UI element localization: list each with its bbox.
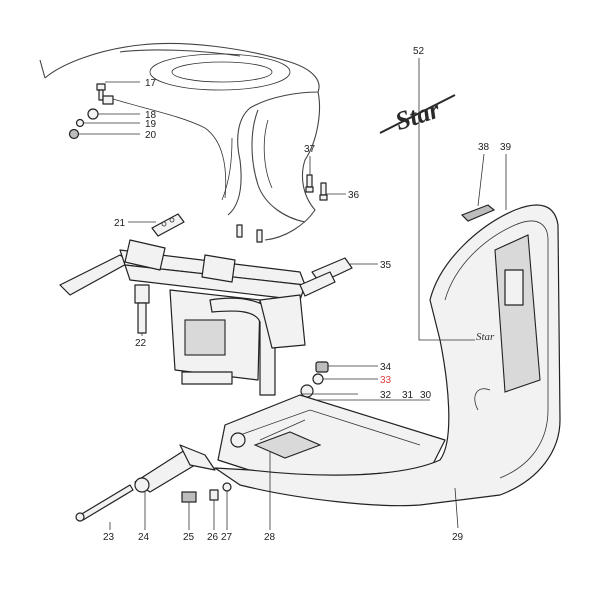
callout-36: 36 <box>348 190 360 201</box>
callout-38: 38 <box>478 142 490 153</box>
fastener-group-36-37 <box>236 174 328 243</box>
frame-mount-left <box>134 284 150 304</box>
scooter-body-outline <box>39 42 321 241</box>
callout-32: 32 <box>380 390 392 401</box>
rear-left-plate <box>59 254 131 296</box>
part-23-bolt-shank <box>79 484 134 521</box>
callout-19: 19 <box>145 119 157 130</box>
callout-31: 31 <box>402 390 414 401</box>
battery-box-plate <box>184 319 226 356</box>
callout-27: 27 <box>221 532 233 543</box>
part-52-brand-logo: Star <box>379 94 456 136</box>
callout-28: 28 <box>264 532 276 543</box>
part-38-badge <box>460 204 496 222</box>
frame-lower-bar <box>181 371 233 385</box>
callout-24: 24 <box>138 532 150 543</box>
part-35-bracket <box>299 257 353 297</box>
shield-logo-text: Star <box>476 331 495 343</box>
frame-bracket-left <box>124 239 166 271</box>
leader-lines <box>79 58 507 530</box>
part-23-bolt-head <box>75 512 85 522</box>
callout-29: 29 <box>452 532 464 543</box>
part-33-washer <box>312 373 324 385</box>
part-52-shield-logo: Star <box>476 331 495 343</box>
part-24-bracket <box>179 444 216 471</box>
part-39-leg-shield <box>214 204 561 507</box>
part-17-screw <box>96 83 106 91</box>
part-25-block <box>181 491 197 503</box>
callout-34: 34 <box>380 362 392 373</box>
part-17-shank <box>98 89 104 101</box>
part-27-washer <box>222 482 232 492</box>
frame-rear-bracket <box>259 294 306 349</box>
callout-22: 22 <box>135 338 147 349</box>
part-20-nut <box>68 128 80 140</box>
frame-tube <box>209 297 276 396</box>
callout-39: 39 <box>500 142 512 153</box>
callout-25: 25 <box>183 532 195 543</box>
fastener-group-32-34 <box>300 361 329 398</box>
fastener-group-17-20 <box>68 83 114 140</box>
callout-26: 26 <box>207 532 219 543</box>
callout-21: 21 <box>114 218 126 229</box>
throttle-cable <box>99 94 227 199</box>
body-bolt-a <box>236 224 243 238</box>
callout-23: 23 <box>103 532 115 543</box>
part-32-washer <box>300 384 314 398</box>
callout-35: 35 <box>380 260 392 271</box>
cable-clamp <box>102 95 114 105</box>
leg-shield-box <box>504 269 524 306</box>
part-24-bush <box>134 477 150 493</box>
callout-18: 18 <box>145 110 157 121</box>
part-26-clip <box>209 489 219 501</box>
brand-logo-text: Star <box>392 94 444 136</box>
callout-33: 33 <box>380 375 392 386</box>
callout-30: 30 <box>420 390 432 401</box>
callout-52: 52 <box>413 46 425 57</box>
part-36-bolt <box>320 182 327 196</box>
body-bolt-b <box>256 229 263 243</box>
part-34-nut <box>315 361 329 373</box>
floor-fixing-nut <box>230 432 246 448</box>
callout-37: 37 <box>304 144 316 155</box>
callout-17: 17 <box>145 78 157 89</box>
frame-chassis <box>59 239 306 396</box>
front-fork-hardware <box>75 444 232 522</box>
part-28-floorboard <box>217 394 446 481</box>
part-19-washer <box>75 118 85 128</box>
callout-labels: 17 18 19 20 21 22 23 24 25 26 27 28 29 3… <box>103 46 512 543</box>
part-18-washer <box>87 108 99 120</box>
part-37-bolt <box>306 174 313 188</box>
part-21-bracket <box>151 213 185 237</box>
part-22-stud <box>137 302 147 334</box>
callout-20: 20 <box>145 130 157 141</box>
frame-bracket-mid <box>201 254 236 283</box>
